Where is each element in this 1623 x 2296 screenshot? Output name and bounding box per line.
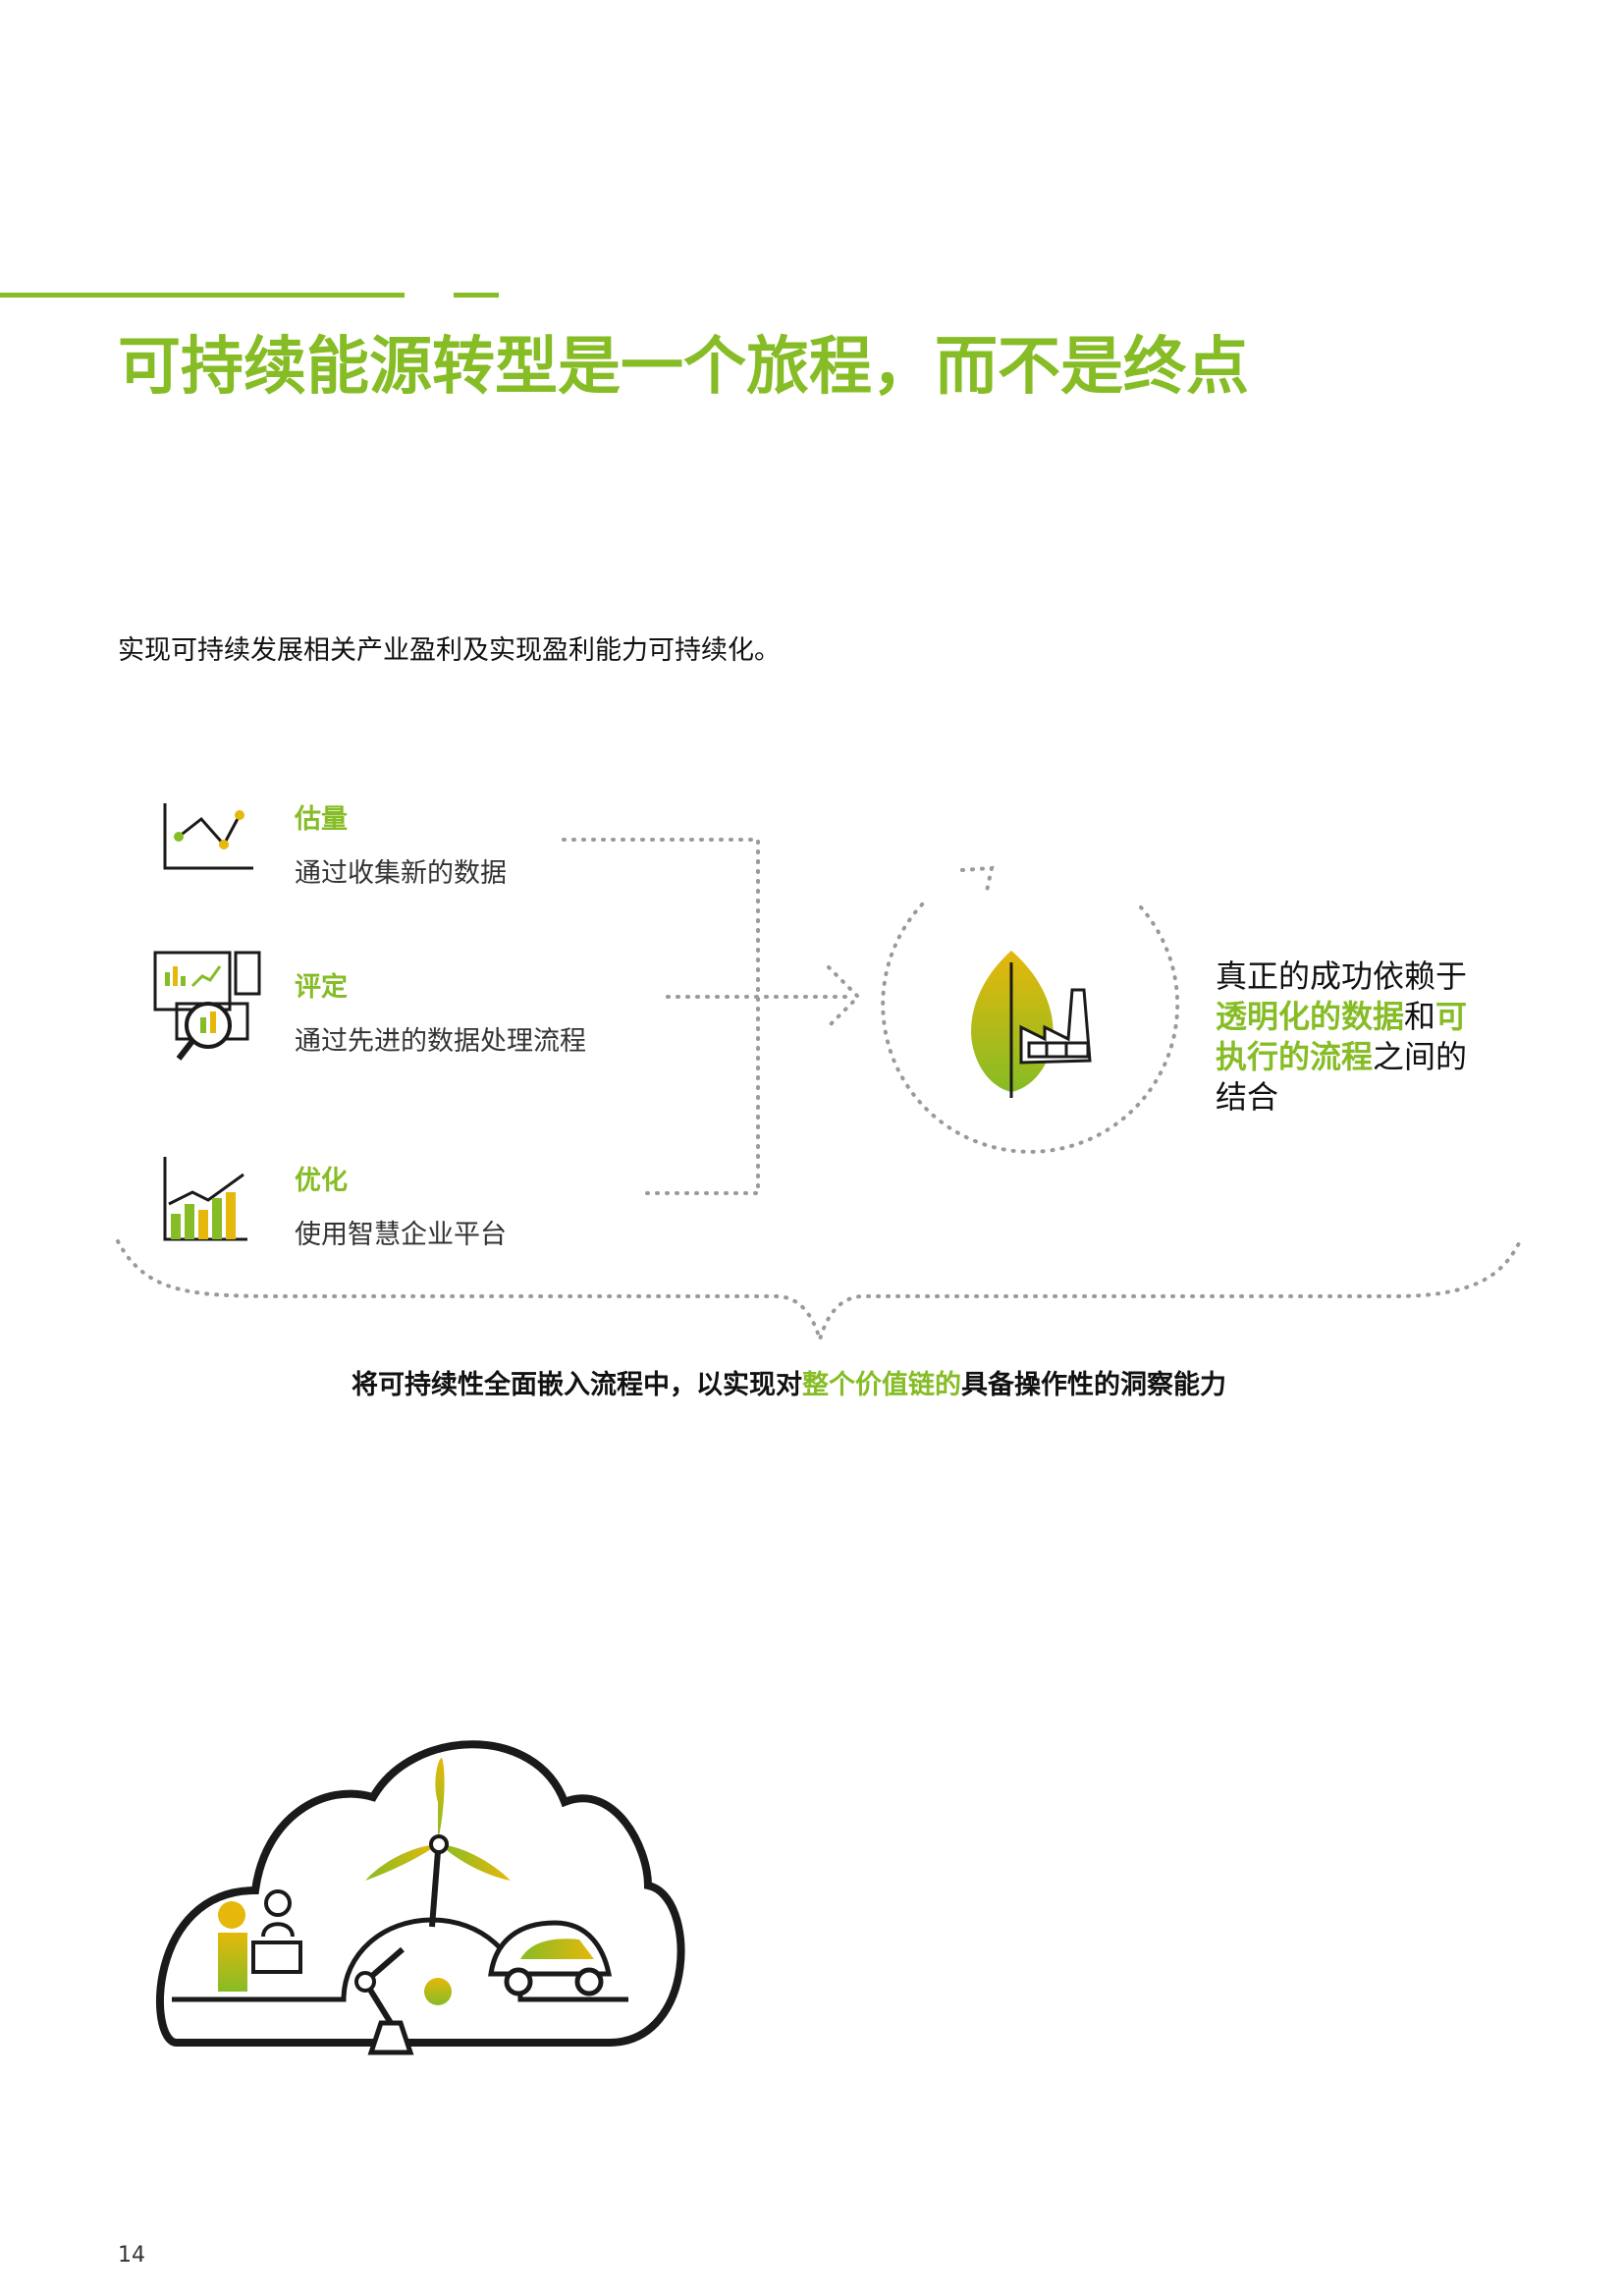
cloud-illustration xyxy=(155,1740,685,2055)
success-statement: 真正的成功依赖于 透明化的数据和可 执行的流程之间的 结合 xyxy=(1216,957,1467,1118)
step-desc: 通过先进的数据处理流程 xyxy=(295,1026,586,1057)
success-line-1: 真正的成功依赖于 xyxy=(1216,957,1468,995)
step-desc: 通过收集新的数据 xyxy=(295,858,507,889)
success-line-2: 透明化的数据和可 xyxy=(1216,997,1467,1037)
bottom-statement: 将可持续性全面嵌入流程中，以实现对整个价值链的具备操作性的洞察能力 xyxy=(352,1363,1226,1401)
intro-text: 实现可持续发展相关产业盈利及实现盈利能力可持续化。 xyxy=(118,635,781,666)
step-assess: 评定 通过先进的数据处理流程 xyxy=(295,965,586,1058)
bottom-pre: 将可持续性全面嵌入流程中，以实现对 xyxy=(352,1370,802,1400)
highlight-executable-process: 执行的流程 xyxy=(1216,1038,1374,1075)
step-title: 估量 xyxy=(295,804,348,835)
leaf-factory-icon xyxy=(971,951,1092,1098)
success-line-4: 结合 xyxy=(1216,1078,1279,1116)
step-desc: 使用智慧企业平台 xyxy=(295,1220,507,1250)
success-between: 之间的 xyxy=(1373,1038,1468,1075)
step-optimize: 优化 使用智慧企业平台 xyxy=(295,1159,507,1251)
bottom-highlight: 整个价值链的 xyxy=(802,1370,961,1400)
highlight-transparent-data: 透明化的数据 xyxy=(1216,998,1405,1035)
cycle-arrow xyxy=(881,865,1180,1154)
success-and: 和 xyxy=(1404,998,1436,1035)
step-measure: 估量 通过收集新的数据 xyxy=(295,797,507,890)
header-rule-short xyxy=(454,293,499,298)
line-chart-icon xyxy=(163,803,253,870)
dashboard-magnifier-icon xyxy=(153,951,261,1061)
page-number: 14 xyxy=(118,2243,145,2268)
step-title: 评定 xyxy=(295,972,348,1003)
step-title: 优化 xyxy=(295,1166,348,1196)
dotted-connectors xyxy=(116,838,1522,1347)
page-title: 可持续能源转型是一个旅程，而不是终点 xyxy=(118,331,1249,404)
header-rule-long xyxy=(0,293,405,298)
bottom-post: 具备操作性的洞察能力 xyxy=(961,1370,1226,1400)
bar-chart-icon xyxy=(163,1157,247,1241)
success-line-3: 执行的流程之间的 xyxy=(1216,1037,1467,1077)
highlight-executable-start: 可 xyxy=(1435,998,1468,1035)
